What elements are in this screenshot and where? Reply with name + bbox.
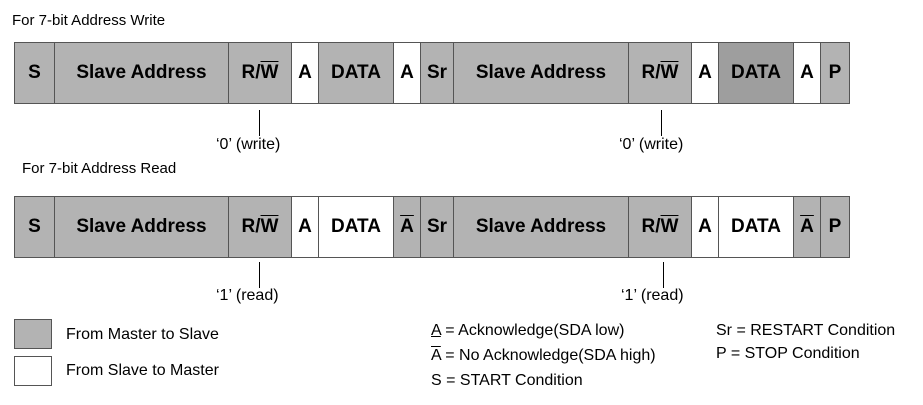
write-cell-label: Sr (426, 62, 448, 83)
write-cell-label: S (28, 62, 41, 83)
write-cell-1: Slave Address (54, 42, 229, 104)
read-cell-label: A (298, 216, 312, 237)
read-cell-0: S (14, 196, 55, 258)
write-cell-6: Sr (420, 42, 454, 104)
write-cell-label: A (800, 62, 814, 83)
read-cell-10: DATA (718, 196, 794, 258)
write-cell-7: Slave Address (453, 42, 629, 104)
read-note-2: ‘1’ (read) (621, 287, 684, 304)
write-cell-overline: W (660, 62, 679, 83)
write-cell-label: R/ (241, 62, 261, 83)
write-cell-0: S (14, 42, 55, 104)
legend-master-label: From Master to Slave (66, 326, 219, 343)
legend-nack: A = No Acknowledge(SDA high) (431, 347, 656, 365)
write-cell-5: A (393, 42, 421, 104)
read-cell-7: Slave Address (453, 196, 629, 258)
read-cell-overline: W (660, 216, 679, 237)
write-cell-label: A (298, 62, 312, 83)
write-cell-label: DATA (731, 62, 781, 83)
write-note-2: ‘0’ (write) (619, 136, 684, 153)
read-cell-12: P (820, 196, 850, 258)
write-cell-label: A (698, 62, 712, 83)
read-cell-overline: A (800, 216, 814, 237)
write-cell-label: R/ (641, 62, 661, 83)
write-cell-9: A (691, 42, 719, 104)
legend-nack-symbol: A (431, 347, 441, 364)
read-cell-1: Slave Address (54, 196, 229, 258)
read-cell-5: A (393, 196, 421, 258)
read-note-1: ‘1’ (read) (216, 287, 279, 304)
read-rw-tick-1 (259, 262, 260, 288)
write-cell-3: A (291, 42, 319, 104)
legend-restart: Sr = RESTART Condition (716, 322, 896, 339)
legend-ack-text: = Acknowledge(SDA low) (440, 322, 625, 339)
read-cell-label: Sr (426, 216, 448, 237)
read-cell-label: R/ (241, 216, 261, 237)
legend-start: S = START Condition (431, 372, 583, 389)
read-cell-label: DATA (731, 216, 781, 237)
write-cell-label: P (828, 62, 842, 83)
read-cell-label: Slave Address (76, 216, 207, 237)
write-cell-label: Slave Address (475, 62, 607, 83)
read-cell-label: R/ (641, 216, 661, 237)
legend-ack: A = Acknowledge(SDA low) (431, 322, 624, 340)
read-cell-label: S (28, 216, 41, 237)
legend-slave-swatch (14, 356, 52, 386)
legend-slave-label: From Slave to Master (66, 362, 219, 379)
write-rw-tick-2 (661, 110, 662, 136)
read-cell-3: A (291, 196, 319, 258)
read-cell-label: P (828, 216, 842, 237)
write-cell-11: A (793, 42, 821, 104)
read-cell-8: R/W (628, 196, 692, 258)
read-cell-4: DATA (318, 196, 394, 258)
read-caption: For 7-bit Address Read (22, 160, 177, 177)
write-rw-tick-1 (259, 110, 260, 136)
write-cell-2: R/W (228, 42, 292, 104)
write-cell-10: DATA (718, 42, 794, 104)
read-cell-11: A (793, 196, 821, 258)
read-cell-label: Slave Address (475, 216, 607, 237)
write-cell-overline: W (260, 62, 279, 83)
write-caption: For 7-bit Address Write (12, 12, 166, 29)
read-cell-label: DATA (331, 216, 381, 237)
legend-ack-symbol: A (431, 322, 441, 339)
read-cell-2: R/W (228, 196, 292, 258)
write-cell-12: P (820, 42, 850, 104)
read-cell-overline: W (260, 216, 279, 237)
write-cell-8: R/W (628, 42, 692, 104)
write-note-1: ‘0’ (write) (216, 136, 281, 153)
read-cell-6: Sr (420, 196, 454, 258)
legend-stop: P = STOP Condition (716, 345, 860, 362)
write-cell-4: DATA (318, 42, 394, 104)
write-cell-label: A (400, 62, 414, 83)
write-cell-label: Slave Address (76, 62, 207, 83)
read-rw-tick-2 (663, 262, 664, 288)
read-cell-9: A (691, 196, 719, 258)
read-cell-label: A (698, 216, 712, 237)
legend-master-swatch (14, 319, 52, 349)
legend-nack-text: = No Acknowledge(SDA high) (440, 347, 656, 364)
write-cell-label: DATA (331, 62, 381, 83)
read-cell-overline: A (400, 216, 414, 237)
